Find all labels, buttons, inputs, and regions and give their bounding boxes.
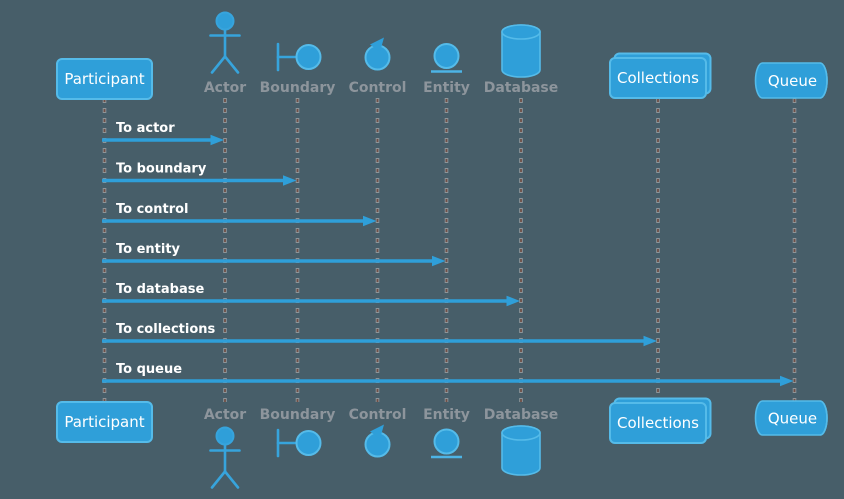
entity-icon-bottom bbox=[431, 428, 462, 459]
queue-rim-top bbox=[819, 62, 828, 99]
participant-box-bottom bbox=[56, 401, 153, 443]
participant-box-top bbox=[56, 58, 153, 100]
messages-layer: To actor To boundary To control To entityTo… bbox=[102, 121, 794, 387]
message-label: To collections bbox=[116, 322, 216, 337]
message-arrowhead bbox=[363, 215, 377, 227]
database-icon-bottom bbox=[501, 425, 541, 476]
message-label: To entity bbox=[116, 242, 181, 257]
collections-label-bottom: Collections bbox=[617, 414, 699, 432]
control-arrowhead bbox=[370, 424, 384, 439]
message-label: To control bbox=[116, 202, 189, 217]
actor-icon-bottom bbox=[209, 426, 241, 489]
collections-box-top bbox=[609, 57, 707, 99]
collections-box-bottom bbox=[609, 402, 707, 444]
control-arrowhead bbox=[370, 37, 384, 52]
actor-head bbox=[215, 11, 235, 31]
message-label: To queue bbox=[116, 362, 182, 377]
message-queue: To queue bbox=[102, 362, 794, 387]
message-control: To control bbox=[102, 202, 377, 227]
entity-label-bottom: Entity bbox=[423, 407, 470, 423]
message-arrowhead bbox=[432, 255, 446, 267]
message-database: To database bbox=[102, 282, 520, 307]
actor-label-top: Actor bbox=[204, 80, 246, 96]
boundary-icon-bottom bbox=[276, 428, 322, 458]
message-boundary: To boundary bbox=[102, 162, 297, 186]
control-icon-bottom bbox=[364, 424, 391, 458]
control-label-bottom: Control bbox=[349, 407, 407, 423]
boundary-label-bottom: Boundary bbox=[260, 407, 336, 423]
participants-layer: ParticipantParticipantActorActorBoundary… bbox=[56, 11, 828, 489]
actor-icon-top bbox=[209, 11, 241, 74]
database-label-bottom: Database bbox=[484, 407, 559, 423]
message-entity: To entity bbox=[102, 242, 446, 267]
actor-head bbox=[215, 426, 235, 446]
entity-icon-top bbox=[431, 43, 462, 73]
message-arrowhead bbox=[643, 335, 657, 347]
message-arrowhead bbox=[780, 375, 794, 387]
collections-label-top: Collections bbox=[617, 69, 699, 87]
message-label: To database bbox=[116, 282, 204, 297]
actor-label-bottom: Actor bbox=[204, 407, 246, 423]
participant-label-bottom: Participant bbox=[64, 413, 144, 431]
message-collections: To collections bbox=[102, 322, 657, 347]
control-icon-top bbox=[364, 37, 391, 71]
control-label-top: Control bbox=[349, 80, 407, 96]
boundary-label-top: Boundary bbox=[260, 80, 336, 96]
database-label-top: Database bbox=[484, 80, 559, 96]
message-arrowhead bbox=[210, 134, 224, 146]
participant-label-top: Participant bbox=[64, 70, 144, 88]
message-label: To actor bbox=[116, 121, 175, 136]
message-label: To boundary bbox=[116, 162, 207, 177]
queue-label-top: Queue bbox=[768, 72, 817, 90]
queue-rim-bottom bbox=[819, 400, 828, 436]
lifelines-layer bbox=[102, 98, 797, 402]
message-arrowhead bbox=[506, 295, 520, 307]
entity-label-top: Entity bbox=[423, 80, 470, 96]
boundary-icon-top bbox=[276, 42, 322, 72]
database-icon-top bbox=[501, 24, 541, 78]
message-arrowhead bbox=[283, 175, 297, 186]
message-actor: To actor bbox=[102, 121, 224, 146]
queue-label-bottom: Queue bbox=[768, 410, 817, 428]
